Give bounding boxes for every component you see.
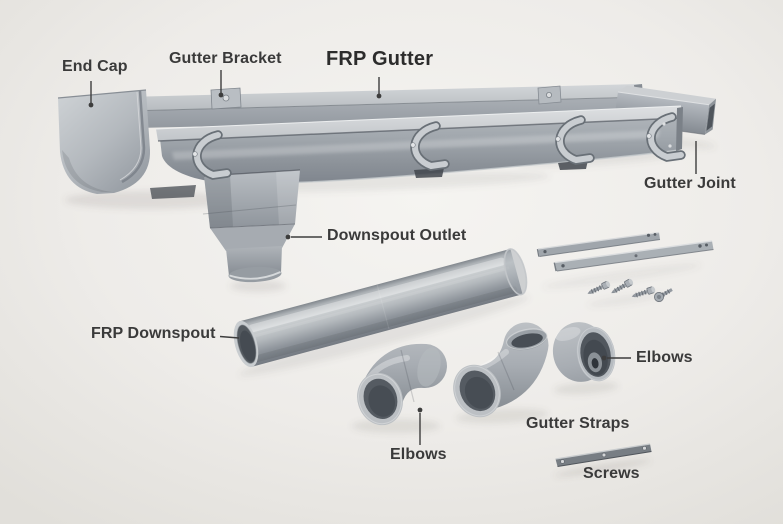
end-cap-part <box>57 89 151 194</box>
label-gutter-straps: Gutter Straps <box>526 415 630 432</box>
label-gutter-bracket: Gutter Bracket <box>169 50 282 67</box>
elbow-right-part <box>453 322 549 418</box>
label-screws: Screws <box>583 465 640 482</box>
frp-downspout-leader <box>219 335 240 339</box>
screws-part <box>587 278 673 302</box>
label-elbows-right: Elbows <box>636 349 693 366</box>
gutter-strap-part <box>555 443 652 467</box>
elbow-coupler-part <box>552 322 616 382</box>
frp-downspout-part <box>233 248 528 368</box>
label-downspout-outlet: Downspout Outlet <box>327 227 467 244</box>
gutter-strap-part <box>536 231 661 257</box>
gutter-bracket-straps <box>192 112 686 180</box>
label-elbows-left: Elbows <box>390 446 447 463</box>
label-frp-downspout: FRP Downspout <box>91 325 216 342</box>
gutter-strap-part <box>553 240 714 272</box>
label-frp-gutter: FRP Gutter <box>326 48 434 70</box>
leader-lines <box>88 70 697 445</box>
elbow-left-part <box>357 343 447 426</box>
downspout-outlet-part <box>202 169 301 283</box>
label-end-cap: End Cap <box>62 58 128 75</box>
label-gutter-joint: Gutter Joint <box>644 175 736 192</box>
